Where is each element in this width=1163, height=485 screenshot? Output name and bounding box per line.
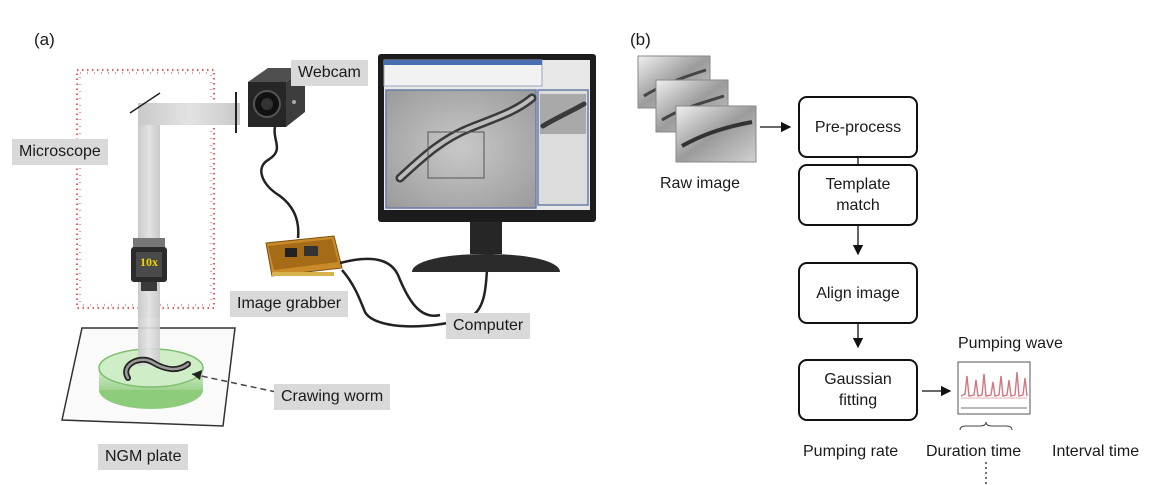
ngm-plate-label: NGM plate — [98, 444, 189, 470]
webcam-device — [248, 68, 305, 239]
step-gaussian-fitting-text: Gaussian fitting — [824, 371, 892, 409]
microscope-outline — [75, 68, 216, 310]
raw-image-label: Raw image — [660, 175, 741, 192]
step-gaussian-fitting: Gaussian fitting — [798, 359, 918, 421]
ngm-plate-illustration — [61, 318, 277, 427]
panel-b-pipeline: (b) Raw image Pre-process Template match… — [620, 0, 1163, 485]
panel-a-setup: (a) Webcam Microscope 10x Image grabber … — [12, 30, 596, 470]
pumping-wave-label: Pumping wave — [958, 335, 1063, 352]
image-grabber-card — [265, 235, 490, 328]
step-template-match-text: Template match — [825, 176, 891, 214]
output-duration-time: Duration time — [926, 443, 1022, 460]
step-pre-process: Pre-process — [798, 96, 918, 158]
computer-label: Computer — [446, 313, 531, 339]
crawling-worm-label: Crawing worm — [274, 384, 391, 410]
microscope-label: Microscope — [12, 139, 108, 165]
pumping-wave-plot — [957, 361, 1031, 485]
raw-image-stack — [637, 55, 757, 163]
step-align-image: Align image — [798, 262, 918, 324]
step-template-match: Template match — [798, 164, 918, 226]
webcam-label: Webcam — [291, 60, 368, 86]
image-grabber-label: Image grabber — [230, 291, 349, 317]
output-pumping-rate: Pumping rate — [803, 443, 899, 460]
panel-a-label: (a) — [34, 30, 55, 49]
computer-monitor — [378, 54, 596, 272]
setup-illustration — [61, 54, 596, 427]
objective-magnification: 10x — [140, 255, 158, 269]
panel-b-label: (b) — [630, 30, 651, 49]
output-interval-time: Interval time — [1052, 443, 1140, 460]
objective-lens — [131, 238, 167, 291]
pipeline-graphics — [637, 55, 1031, 485]
